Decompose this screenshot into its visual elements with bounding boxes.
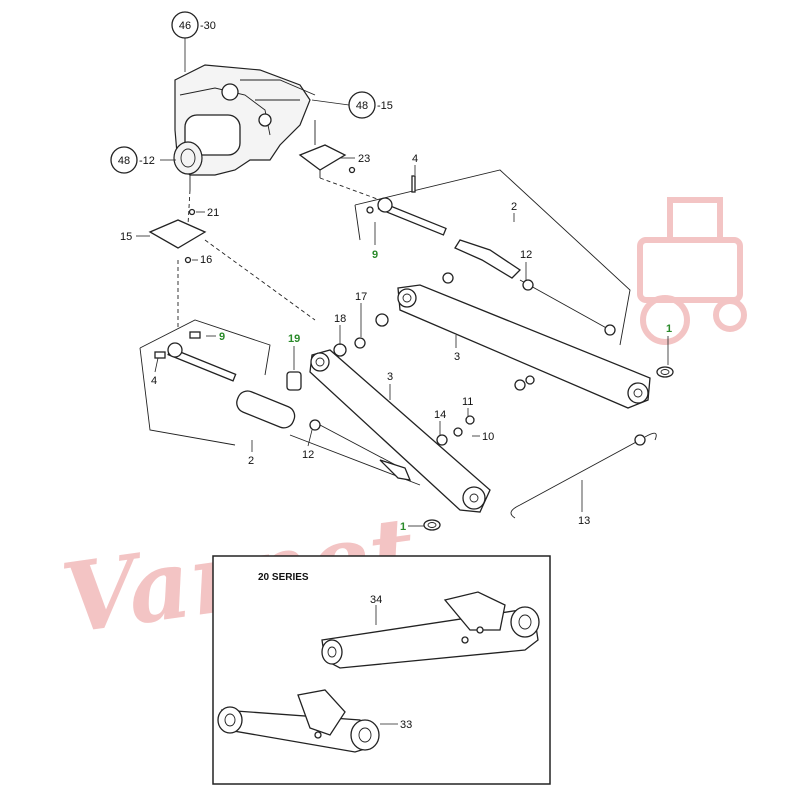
label-3-right[interactable]: 3 (454, 351, 460, 363)
lower-link-arm-right (354, 272, 674, 409)
lower-link-arm-left (309, 343, 491, 531)
label-9-top[interactable]: 9 (372, 249, 378, 261)
label-16[interactable]: 16 (200, 254, 212, 266)
svg-text:48: 48 (118, 155, 130, 167)
label-33[interactable]: 33 (400, 719, 412, 731)
label-2-top[interactable]: 2 (511, 201, 517, 213)
callout-48-12[interactable]: 48 -12 (110, 146, 176, 174)
assembly-guides (177, 177, 381, 330)
series-inset: 20 SERIES (212, 555, 551, 785)
label-18[interactable]: 18 (334, 313, 346, 325)
label-13[interactable]: 13 (578, 515, 590, 527)
svg-text:-15: -15 (377, 100, 393, 112)
label-1-top[interactable]: 1 (666, 323, 672, 335)
label-21[interactable]: 21 (207, 207, 219, 219)
callout-48-15[interactable]: 48 -15 (311, 91, 393, 119)
label-23[interactable]: 23 (358, 153, 370, 165)
bracket-right (298, 120, 356, 178)
svg-text:48: 48 (356, 100, 368, 112)
label-4-top[interactable]: 4 (412, 153, 418, 165)
lift-rod-assembly-right (354, 169, 631, 346)
lift-arm-33 (217, 689, 398, 753)
label-12-top[interactable]: 12 (520, 249, 532, 261)
label-10[interactable]: 10 (482, 431, 494, 443)
label-3-left[interactable]: 3 (387, 371, 393, 383)
label-1-bottom[interactable]: 1 (400, 521, 406, 533)
part-labels: 23 4 2 21 15 16 9 12 17 18 1 9 19 3 3 4 … (120, 153, 672, 731)
label-12-left[interactable]: 12 (302, 449, 314, 461)
label-19[interactable]: 19 (288, 333, 300, 345)
svg-text:46: 46 (179, 20, 191, 32)
watermark-tractor-icon (637, 197, 747, 345)
label-2-left[interactable]: 2 (248, 455, 254, 467)
label-15[interactable]: 15 (120, 231, 132, 243)
label-14[interactable]: 14 (434, 409, 446, 421)
label-17[interactable]: 17 (355, 291, 367, 303)
series-label: 20 SERIES (258, 572, 309, 583)
label-11[interactable]: 11 (462, 396, 473, 408)
label-34[interactable]: 34 (370, 594, 382, 606)
lift-arm-34 (321, 591, 540, 669)
svg-text:-12: -12 (139, 155, 155, 167)
label-9-left[interactable]: 9 (219, 331, 225, 343)
callout-46[interactable]: 46 -30 (171, 11, 216, 72)
lift-rod-assembly-left (139, 319, 421, 486)
stabilizer-rod (510, 432, 657, 519)
bracket-left (136, 208, 207, 264)
label-4-left[interactable]: 4 (151, 375, 157, 387)
lift-housing (173, 64, 316, 190)
svg-text:-30: -30 (200, 20, 216, 32)
